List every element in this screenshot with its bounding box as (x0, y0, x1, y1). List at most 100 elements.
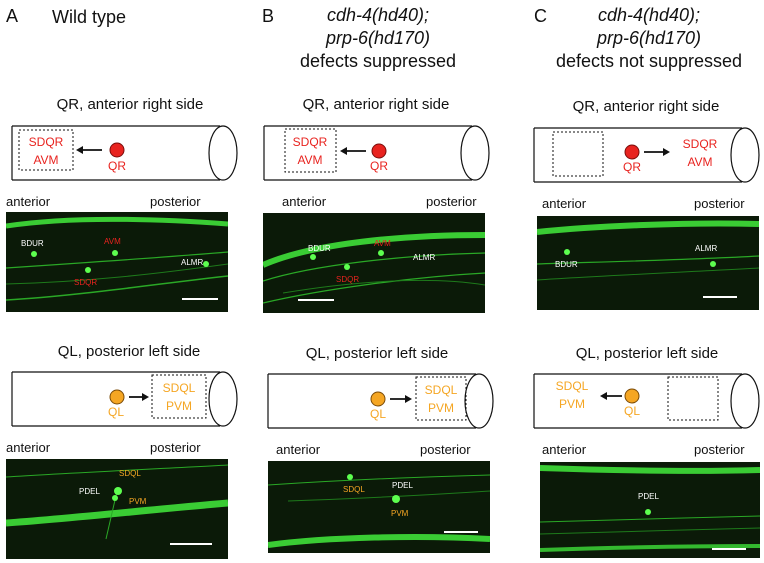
arrow-head (663, 148, 670, 156)
genotype-line-2: prp-6(hd170) (325, 28, 431, 48)
ql-cell-circle (624, 388, 640, 404)
panel-b-ql-diagram: QL SDQL PVM (267, 373, 494, 429)
target-label-1: SDQL (425, 383, 458, 397)
panel-letter-a: A (6, 6, 19, 26)
panel-c-ql-diagram: SDQL PVM QL (533, 373, 760, 429)
scale-bar (182, 298, 218, 300)
qr-cell-circle (371, 143, 387, 159)
qr-cell-label: QR (623, 160, 641, 174)
arrow-head (76, 146, 83, 154)
worm-body-outline (263, 125, 472, 181)
target-label-1: SDQR (29, 135, 64, 149)
micro-label: PDEL (392, 481, 413, 490)
panel-a-qr-micrograph: BDUR AVM SDQR ALMR (6, 212, 228, 312)
worm-end-ellipse (730, 127, 760, 183)
target-label-2: PVM (166, 399, 192, 413)
target-box (151, 374, 207, 419)
target-box (284, 128, 337, 173)
panel-a-ql-anterior: anterior (6, 440, 51, 455)
panel-c-ql-heading: QL, posterior left side (575, 345, 719, 362)
phenotype-line: defects suppressed (299, 51, 457, 71)
micro-label: BDUR (308, 244, 331, 253)
target-box (18, 129, 74, 171)
target-label-2: AVM (297, 153, 322, 167)
target-box (415, 376, 467, 421)
worm-end-ellipse (464, 373, 494, 429)
panel-b-ql-heading: QL, posterior left side (305, 345, 449, 362)
panel-b-qr-posterior: posterior (426, 194, 477, 209)
genotype-line-2: prp-6(hd170) (596, 28, 702, 48)
micro-label: PDEL (638, 492, 659, 501)
target-label-2: AVM (33, 153, 58, 167)
panel-c-qr-micrograph: BDUR ALMR (537, 216, 759, 310)
micro-label: SDQL (119, 469, 141, 478)
micro-label: BDUR (21, 239, 44, 248)
qr-cell-circle (109, 142, 125, 158)
panel-a-qr-heading: QR, anterior right side (56, 96, 204, 113)
panel-a-title: Wild type (52, 7, 127, 27)
panel-c-ql-micrograph: PDEL (540, 462, 760, 558)
panel-a-qr-anterior: anterior (6, 194, 51, 209)
micro-label: ALMR (413, 253, 436, 262)
scale-bar (712, 548, 746, 550)
worm-body-outline (11, 125, 220, 181)
panel-a-ql-diagram: QL SDQL PVM (11, 371, 238, 427)
panel-b-title: cdh-4(hd40); prp-6(hd170) defects suppre… (276, 4, 480, 73)
genotype-line-1: cdh-4(hd40); (326, 5, 430, 25)
panel-letter-b: B (262, 6, 275, 26)
worm-end-ellipse (208, 371, 238, 427)
arrow-head (142, 393, 149, 401)
qr-cell-label: QR (370, 159, 388, 173)
panel-c-title: cdh-4(hd40); prp-6(hd170) defects not su… (540, 4, 758, 73)
worm-body-outline (11, 371, 220, 427)
worm-end-ellipse (730, 373, 760, 429)
worm-end-ellipse (460, 125, 490, 181)
qr-cell-circle (624, 144, 640, 160)
target-label-1: SDQL (163, 381, 196, 395)
target-label-2: PVM (428, 401, 454, 415)
micro-label: ALMR (695, 244, 718, 253)
panel-b-qr-diagram: SDQR AVM QR (263, 125, 490, 181)
worm-end-ellipse (208, 125, 238, 181)
arrow-head (405, 395, 412, 403)
ql-cell-circle (370, 391, 386, 407)
panel-b-qr-anterior: anterior (282, 194, 327, 209)
panel-c-qr-heading: QR, anterior right side (572, 98, 720, 115)
micro-label: SDQR (74, 278, 98, 287)
panel-b-qr-heading: QR, anterior right side (302, 96, 450, 113)
micro-label: PVM (391, 509, 409, 518)
worm-body-outline (533, 373, 742, 429)
micro-label: AVM (104, 237, 121, 246)
panel-a-qr-posterior: posterior (150, 194, 201, 209)
target-label-1: SDQR (683, 137, 718, 151)
qr-cell-label: QR (108, 159, 126, 173)
target-label-1: SDQL (556, 379, 589, 393)
panel-c-qr-diagram: QR SDQR AVM (533, 127, 760, 183)
worm-body-outline (267, 373, 476, 429)
panel-a-ql-micrograph: SDQL PDEL PVM (6, 459, 228, 559)
arrow-head (340, 147, 347, 155)
target-label-2: PVM (559, 397, 585, 411)
ql-cell-circle (109, 389, 125, 405)
target-label-2: AVM (687, 155, 712, 169)
phenotype-line: defects not suppressed (555, 51, 743, 71)
panel-b-ql-anterior: anterior (276, 442, 321, 457)
panel-letter-c: C (534, 6, 547, 26)
scale-bar (170, 543, 212, 545)
panel-a-ql-heading: QL, posterior left side (57, 343, 201, 360)
micro-label: AVM (374, 239, 391, 248)
scale-bar (444, 531, 478, 533)
genotype-line-1: cdh-4(hd40); (597, 5, 701, 25)
ql-cell-label: QL (370, 407, 386, 421)
worm-body-outline (533, 127, 742, 183)
arrow-head (600, 392, 607, 400)
panel-c-ql-posterior: posterior (694, 442, 745, 457)
ql-cell-label: QL (624, 404, 640, 418)
micro-label: SDQL (343, 485, 365, 494)
empty-target-box (667, 376, 719, 421)
panel-a-ql-posterior: posterior (150, 440, 201, 455)
panel-b-qr-micrograph: BDUR AVM ALMR SDQR (263, 213, 485, 313)
panel-b-ql-posterior: posterior (420, 442, 471, 457)
panel-c-qr-anterior: anterior (542, 196, 587, 211)
panel-c-qr-posterior: posterior (694, 196, 745, 211)
